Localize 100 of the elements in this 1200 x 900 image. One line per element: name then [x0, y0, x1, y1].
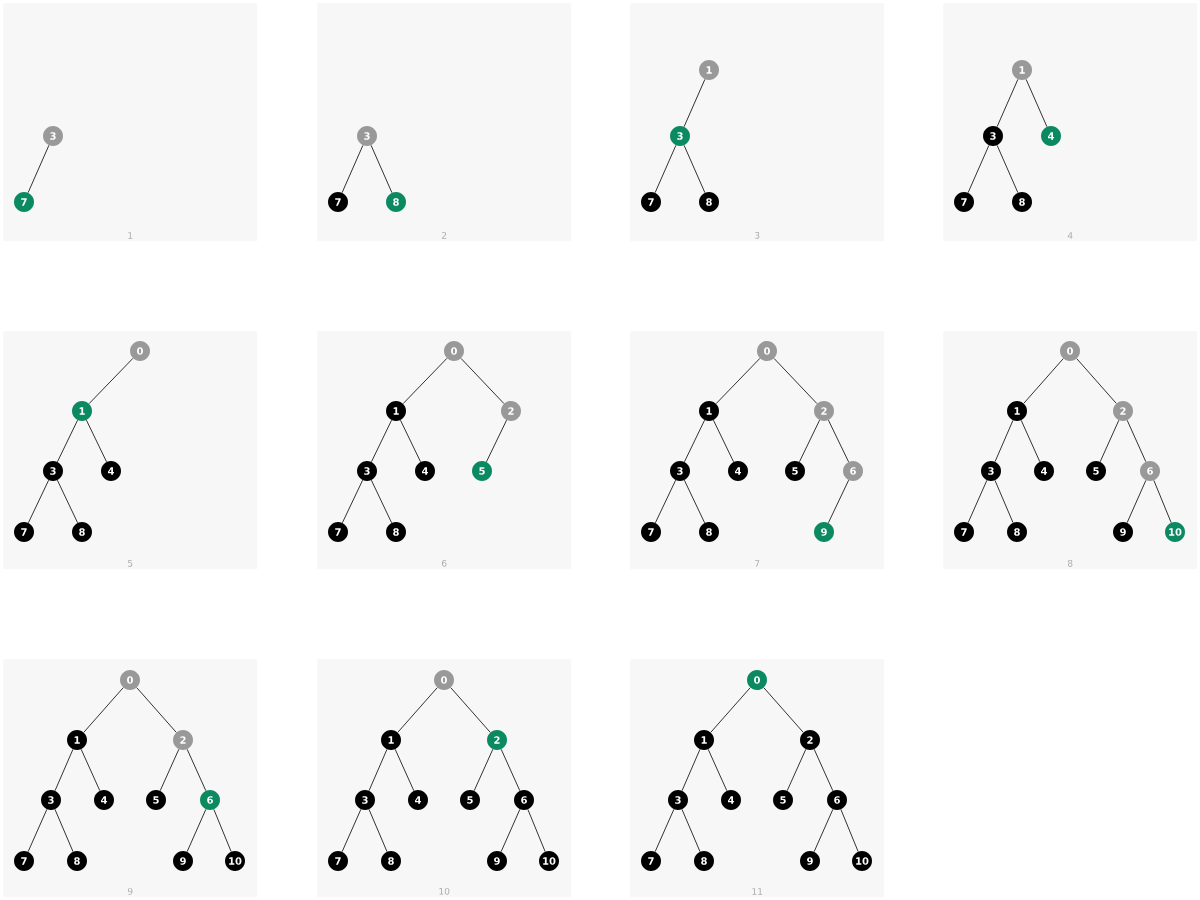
- tree-node: 3: [357, 461, 377, 481]
- tree-edge: [473, 748, 494, 792]
- tree-node: 0: [757, 341, 777, 361]
- tree-node: 8: [694, 851, 714, 871]
- tree-edge: [1126, 419, 1147, 463]
- tree-node: 7: [641, 522, 661, 542]
- tree-node: 5: [472, 461, 492, 481]
- tree-edge: [715, 357, 761, 405]
- tree-edge: [684, 419, 705, 463]
- tree-node: 2: [800, 730, 820, 750]
- tree-edge: [527, 809, 546, 852]
- tree-node: 7: [641, 851, 661, 871]
- tree-edge: [186, 748, 207, 792]
- tree-edge: [500, 808, 521, 853]
- tree-edge: [773, 358, 818, 404]
- tree-edge: [1099, 419, 1120, 463]
- tree-edge: [828, 419, 849, 463]
- tree-edge: [400, 419, 421, 463]
- tree-edge: [681, 809, 701, 853]
- tree-edge: [813, 808, 834, 853]
- tree-edge: [371, 419, 392, 463]
- tree-edge: [341, 144, 364, 194]
- tree-edge: [1023, 358, 1064, 404]
- tree-node: 0: [747, 670, 767, 690]
- tree-node: 1: [386, 401, 406, 421]
- tree-edge: [186, 808, 207, 853]
- tree-node: 6: [843, 461, 863, 481]
- tree-edge: [996, 144, 1019, 194]
- tree-edge: [213, 809, 232, 852]
- tree-node: 8: [72, 522, 92, 542]
- tree-edge: [683, 78, 706, 128]
- tree-edge: [786, 748, 807, 792]
- tree-node: 10: [539, 851, 559, 871]
- tree-node: 9: [800, 851, 820, 871]
- tree-node: 9: [1113, 522, 1133, 542]
- tree-edge: [159, 748, 180, 792]
- tree-edge: [57, 419, 78, 463]
- tree-node: 10: [1165, 522, 1185, 542]
- tree-edge: [486, 419, 507, 463]
- tree-edge: [994, 480, 1014, 523]
- tree-node: 4: [94, 790, 114, 810]
- tree-edge: [370, 144, 393, 194]
- tree-node: 4: [721, 790, 741, 810]
- tree-node: 8: [381, 851, 401, 871]
- tree-node: 8: [386, 522, 406, 542]
- tree-node: 6: [514, 790, 534, 810]
- tree-node: 3: [668, 790, 688, 810]
- tree-node: 0: [444, 341, 464, 361]
- tree-node: 6: [1140, 461, 1160, 481]
- tree-node: 5: [773, 790, 793, 810]
- tree-node: 2: [1113, 401, 1133, 421]
- tree-edge: [368, 809, 388, 853]
- tree-edge: [54, 809, 74, 853]
- tree-edge: [28, 479, 49, 524]
- tree-edge: [86, 419, 107, 463]
- tree-edge: [394, 748, 415, 792]
- tree-edge: [763, 687, 804, 733]
- tree-node: 8: [699, 522, 719, 542]
- tree-node: 7: [328, 522, 348, 542]
- tree-edge: [707, 748, 728, 792]
- tree-node: 8: [386, 192, 406, 212]
- tree-node: 1: [72, 401, 92, 421]
- tree-node: 4: [1034, 461, 1054, 481]
- tree-edge: [994, 419, 1014, 463]
- tree-node: 8: [67, 851, 87, 871]
- tree-edge: [967, 479, 988, 524]
- tree-node: 1: [1012, 60, 1032, 80]
- tree-edge: [683, 144, 706, 194]
- tree-node: 4: [415, 461, 435, 481]
- tree-edge: [1126, 479, 1147, 524]
- tree-node: 0: [434, 670, 454, 690]
- tree-node: 3: [357, 126, 377, 146]
- tree-edge: [681, 748, 701, 792]
- tree-node: 2: [814, 401, 834, 421]
- tree-node: 2: [501, 401, 521, 421]
- tree-node: 7: [14, 851, 34, 871]
- tree-node: 8: [1007, 522, 1027, 542]
- tree-node: 3: [43, 461, 63, 481]
- tree-edge: [83, 687, 124, 733]
- tree-node: 7: [328, 851, 348, 871]
- tree-node: 0: [1060, 341, 1080, 361]
- tree-edge: [840, 809, 859, 852]
- tree-edge: [996, 78, 1019, 128]
- tree-edge: [136, 687, 177, 733]
- tree-node: 10: [852, 851, 872, 871]
- tree-node: 7: [14, 522, 34, 542]
- tree-edge: [967, 144, 990, 194]
- tree-node: 6: [200, 790, 220, 810]
- tree-node: 3: [355, 790, 375, 810]
- tree-node: 5: [146, 790, 166, 810]
- tree-node: 1: [699, 60, 719, 80]
- tree-edge: [54, 748, 74, 792]
- tree-edge: [655, 479, 677, 524]
- tree-edge: [684, 479, 706, 524]
- tree-node: 10: [225, 851, 245, 871]
- tree-edge: [80, 748, 101, 792]
- tree-node: 3: [983, 126, 1003, 146]
- tree-node: 1: [67, 730, 87, 750]
- tree-edge: [450, 687, 491, 733]
- tree-node: 2: [173, 730, 193, 750]
